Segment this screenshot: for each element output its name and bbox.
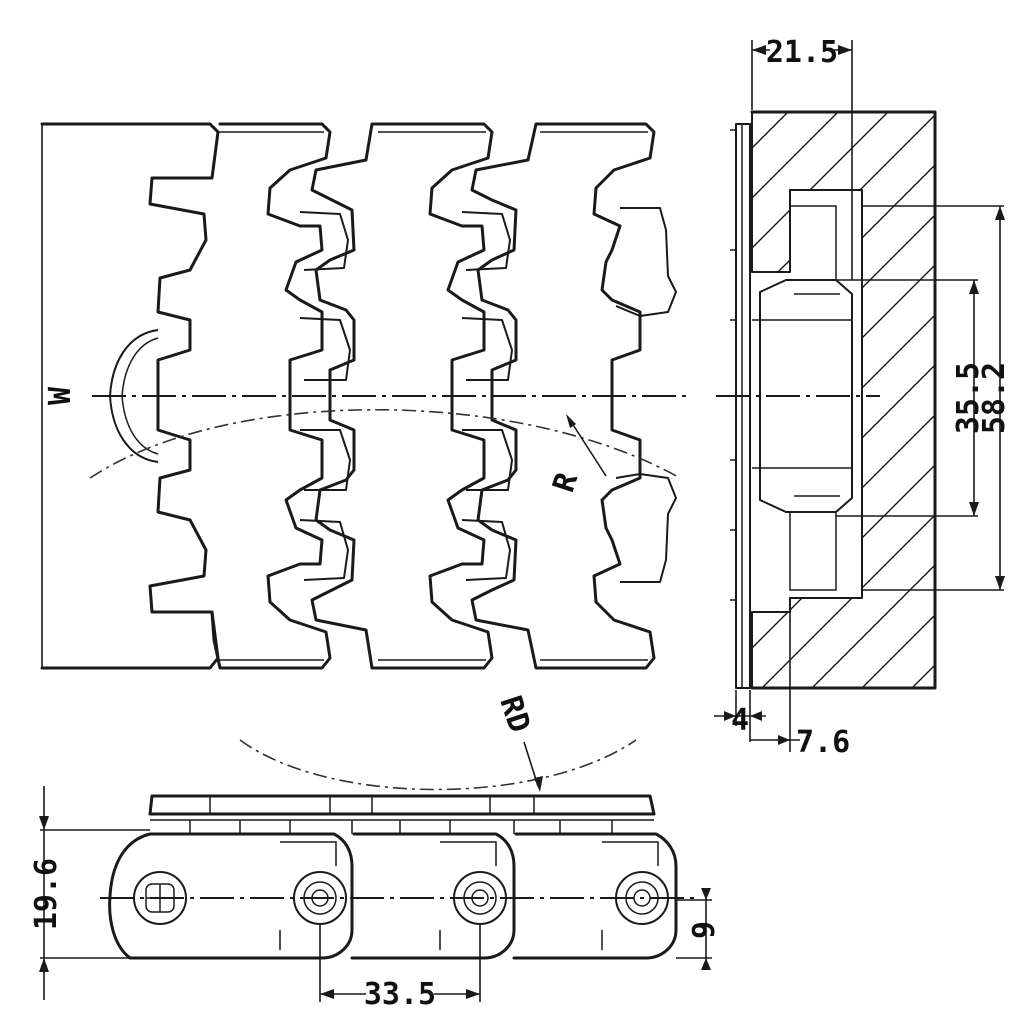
guide-rail-hatching [752, 112, 935, 688]
plate-offset-label: 4 [731, 703, 749, 738]
inner-guide-height-label: 35.5 [951, 362, 986, 434]
guide-offset-label: 7.6 [796, 725, 850, 760]
side-width-label: 21.5 [766, 35, 838, 70]
chain-height-label: 19.6 [29, 858, 64, 930]
chain-side-profile [735, 123, 751, 689]
link-body-2 [350, 832, 516, 960]
width-label: W [43, 386, 78, 405]
guide-rail [750, 110, 937, 690]
radius-arc [89, 408, 681, 479]
end-tab-bottom [615, 473, 677, 583]
link-plate-3 [310, 122, 494, 670]
end-tab-top [615, 207, 677, 317]
link-plate-4 [470, 122, 656, 670]
pitch-label: 33.5 [364, 977, 436, 1012]
reverse-radius-label: RD [492, 692, 536, 737]
outer-guide-height-label: 58.2 [977, 362, 1012, 434]
reverse-radius-arc [239, 739, 637, 791]
top-plate-strip [148, 794, 656, 816]
link-body-3 [512, 832, 678, 960]
side-view: 21.5 58.2 35.5 4 7.6 [714, 35, 1012, 760]
hinge-body [759, 279, 853, 513]
top-view: R W [40, 122, 690, 670]
link-plate-2 [210, 122, 332, 670]
radius-label: R [546, 468, 585, 497]
front-view: RD 19.6 [29, 692, 722, 1012]
pin-height-label: 9 [687, 921, 722, 939]
